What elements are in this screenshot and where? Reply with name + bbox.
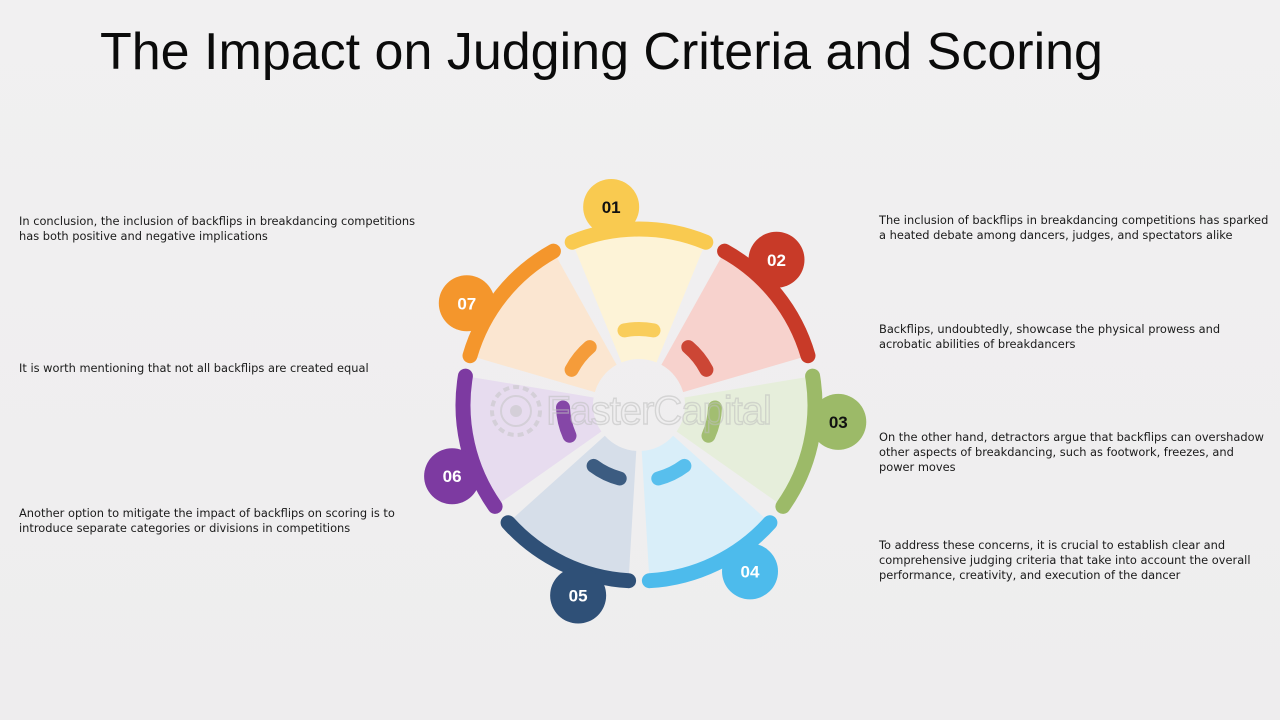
wheel-segments: 01 02 03 04 05 06 07 (424, 178, 867, 624)
note-04: To address these concerns, it is crucial… (879, 538, 1251, 582)
segment-badge (748, 231, 805, 288)
segment-03: 03 (676, 368, 867, 514)
note-05: Another option to mitigate the impact of… (19, 506, 395, 535)
gear-icon (490, 385, 542, 437)
segment-badge (438, 275, 495, 332)
note-03: On the other hand, detractors argue that… (879, 430, 1264, 474)
segment-04: 04 (641, 435, 779, 600)
watermark-text: FasterCapital (546, 389, 771, 433)
segment-inner-arc (556, 400, 577, 443)
segment-wheel-diagram: 01 02 03 04 05 06 07 FasterCapital (424, 178, 867, 624)
segment-inner-arc (586, 458, 627, 486)
page-title: The Impact on Judging Criteria and Scori… (100, 23, 1103, 81)
segment-badge (424, 448, 481, 505)
segment-badge (583, 178, 640, 235)
segment-badge (722, 543, 779, 600)
segment-number: 06 (443, 467, 462, 486)
segment-outer-arc (717, 243, 816, 364)
segment-outer-arc (564, 221, 714, 250)
segment-number: 02 (767, 251, 786, 270)
segment-inner-arc (701, 400, 722, 443)
segment-number: 05 (569, 587, 588, 606)
segment-inner-arc (651, 458, 692, 486)
segment-07: 07 (438, 243, 617, 393)
segment-outer-arc (641, 515, 778, 589)
segment-outer-arc (455, 368, 503, 514)
note-06: It is worth mentioning that not all back… (19, 361, 369, 375)
segment-02: 02 (661, 231, 816, 393)
segment-badge (810, 393, 867, 450)
segment-outer-arc (462, 243, 561, 364)
segment-number: 03 (829, 413, 848, 432)
segment-number: 07 (457, 294, 476, 313)
watermark: FasterCapital (490, 385, 773, 437)
segment-05: 05 (500, 435, 637, 624)
segment-outer-arc (500, 515, 637, 589)
segment-number: 01 (602, 198, 621, 217)
note-02: Backflips, undoubtedly, showcase the phy… (879, 322, 1221, 351)
segment-badge (550, 567, 607, 624)
segment-outer-arc (775, 368, 823, 514)
note-01: The inclusion of backflips in breakdanci… (879, 213, 1269, 242)
segment-inner-arc (617, 322, 661, 338)
segment-wedge (574, 235, 704, 363)
note-07: In conclusion, the inclusion of backflip… (19, 214, 416, 243)
segment-number: 04 (741, 562, 760, 581)
segment-01: 01 (564, 178, 714, 363)
segment-inner-arc (681, 340, 714, 377)
segment-inner-arc (564, 340, 597, 377)
